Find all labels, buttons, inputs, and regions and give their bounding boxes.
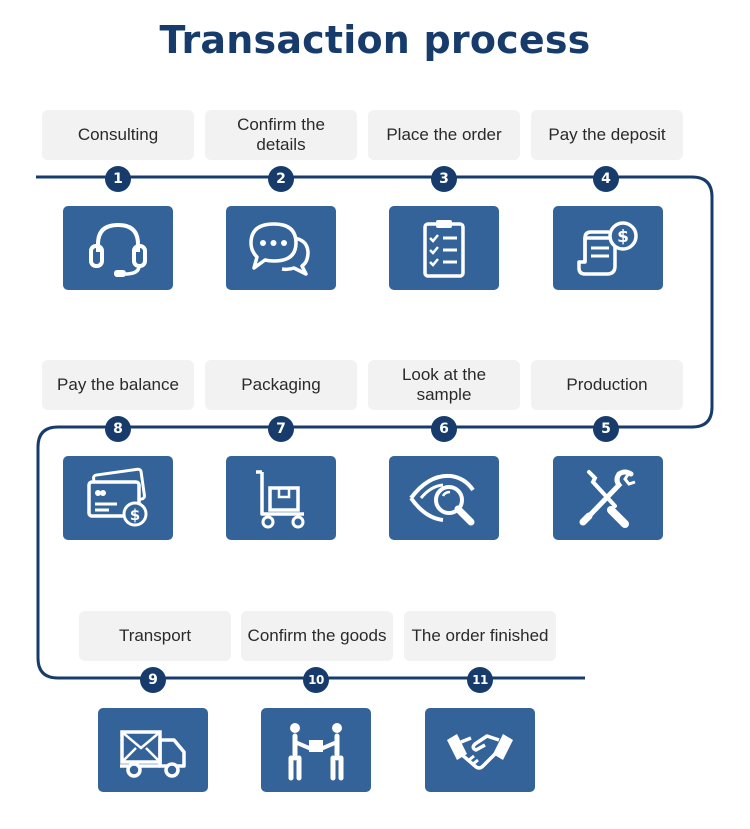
step-label-1: Consulting: [42, 110, 194, 160]
step-tile-7: [226, 456, 336, 540]
step-tile-4: $: [553, 206, 663, 290]
step-tile-11: [425, 708, 535, 792]
step-label-2: Confirm the details: [205, 110, 357, 160]
step-label-6: Look at the sample: [368, 360, 520, 410]
step-tile-9: [98, 708, 208, 792]
step-badge-10: 10: [303, 667, 329, 693]
step-label-11: The order finished: [404, 611, 556, 661]
step-badge-4: 4: [593, 166, 619, 192]
wrench-screwdriver-icon: [579, 469, 636, 528]
step-tile-10: [261, 708, 371, 792]
receipt-dollar-icon: $: [577, 221, 638, 276]
step-label-3: Place the order: [368, 110, 520, 160]
step-label-8: Pay the balance: [42, 360, 194, 410]
delivery-truck-icon: [120, 730, 186, 778]
step-tile-6: [389, 456, 499, 540]
clipboard-checklist-icon: [423, 220, 465, 278]
headset-icon: [89, 222, 147, 277]
handover-people-icon: [288, 723, 344, 781]
step-badge-5: 5: [593, 416, 619, 442]
step-tile-2: [226, 206, 336, 290]
step-tile-3: [389, 206, 499, 290]
step-label-7: Packaging: [205, 360, 357, 410]
step-tile-5: [553, 456, 663, 540]
handshake-icon: [447, 734, 513, 770]
step-badge-8: 8: [105, 416, 131, 442]
step-badge-3: 3: [431, 166, 457, 192]
step-label-9: Transport: [79, 611, 231, 661]
page-title: Transaction process: [159, 18, 591, 62]
hand-truck-box-icon: [256, 470, 305, 529]
step-badge-11: 11: [467, 667, 493, 693]
step-badge-9: 9: [140, 667, 166, 693]
svg-text:$: $: [130, 506, 140, 524]
step-badge-1: 1: [105, 166, 131, 192]
step-badge-2: 2: [268, 166, 294, 192]
step-badge-6: 6: [431, 416, 457, 442]
chat-bubbles-icon: [249, 222, 310, 276]
step-badge-7: 7: [268, 416, 294, 442]
step-tile-1: [63, 206, 173, 290]
step-label-4: Pay the deposit: [531, 110, 683, 160]
credit-cards-dollar-icon: $: [87, 467, 148, 527]
step-label-5: Production: [531, 360, 683, 410]
step-tile-8: $: [63, 456, 173, 540]
svg-text:$: $: [617, 227, 629, 247]
eye-magnifier-icon: [409, 473, 475, 526]
step-label-10: Confirm the goods: [241, 611, 393, 661]
